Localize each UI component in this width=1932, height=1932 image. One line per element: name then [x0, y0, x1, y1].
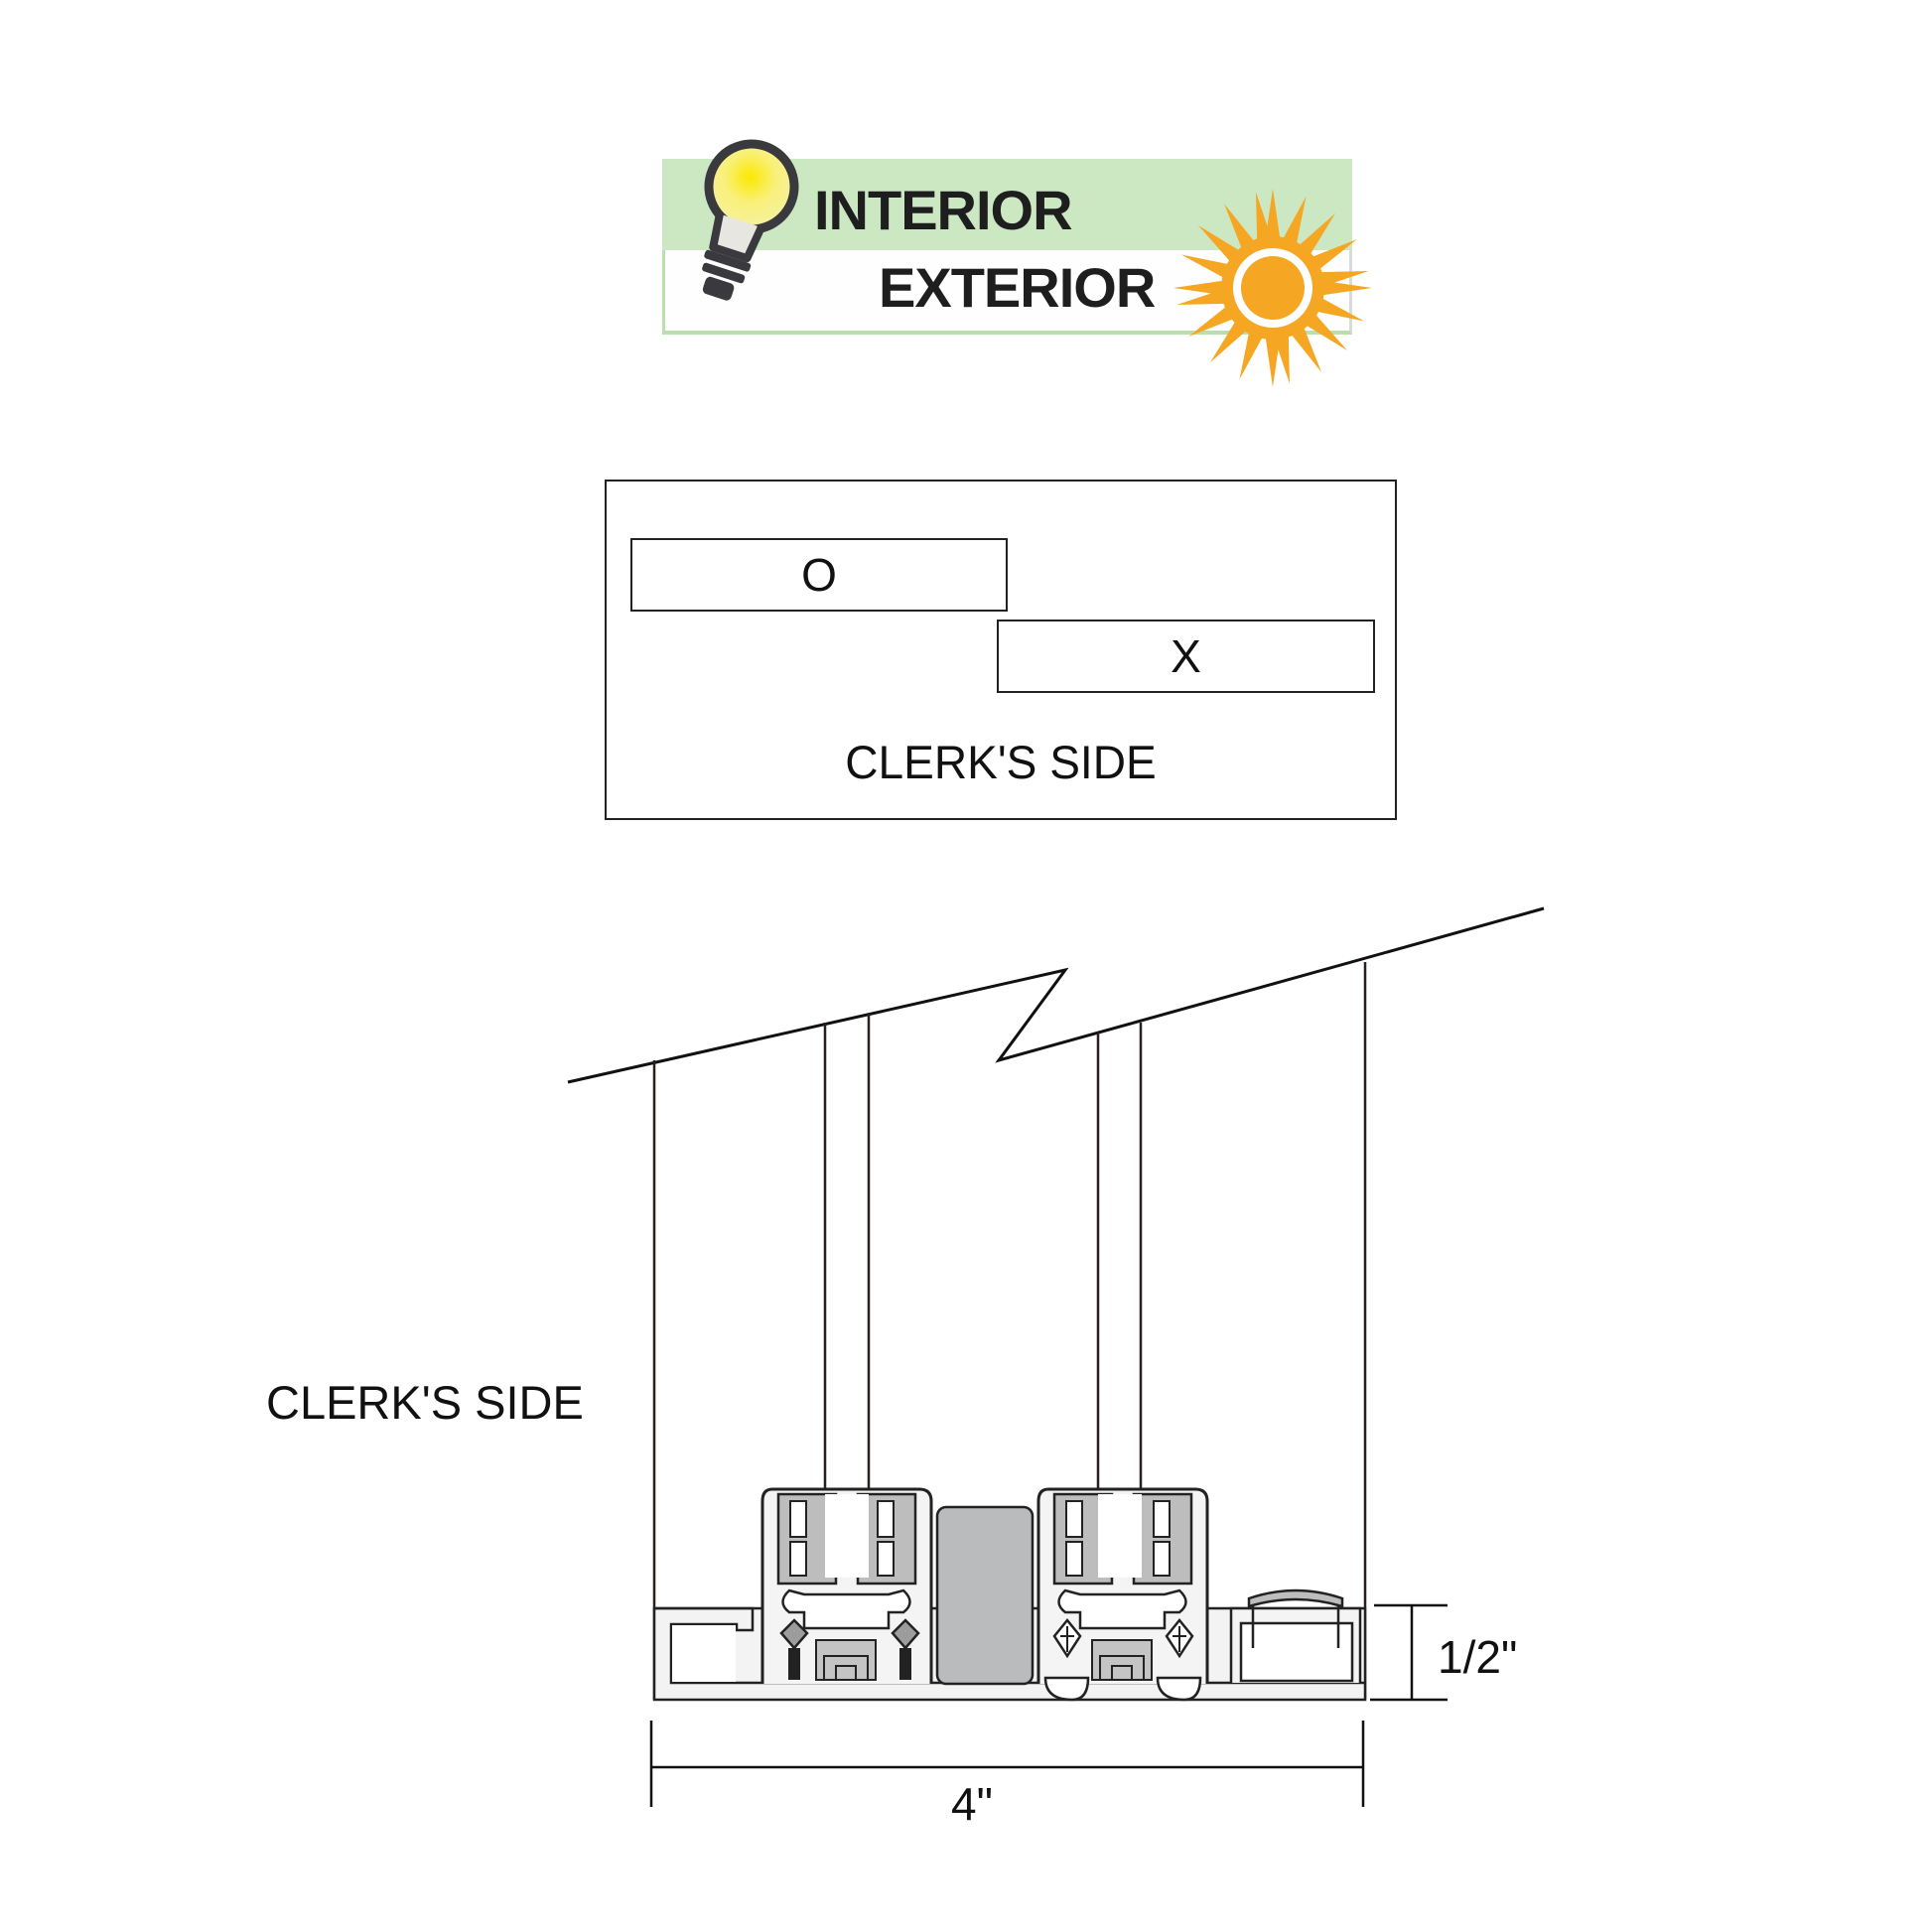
sliding-panel-x: X: [997, 620, 1375, 693]
panel-x-label: X: [1171, 630, 1201, 682]
width-dimension: [649, 1721, 1365, 1807]
right-channel: [1229, 1588, 1362, 1683]
frame-lines: [652, 962, 1367, 1700]
section-clerks-side-label: CLERK'S SIDE: [266, 1376, 584, 1429]
width-dimension-label: 4": [951, 1778, 993, 1830]
interior-label: INTERIOR: [814, 179, 1073, 241]
exterior-label: EXTERIOR: [879, 256, 1156, 319]
left-sash-carrier: [760, 1487, 933, 1684]
plan-clerks-side-label: CLERK'S SIDE: [845, 736, 1157, 788]
fixed-panel-o: O: [630, 538, 1008, 612]
height-dimension: [1370, 1603, 1448, 1702]
right-sash-carrier: [1036, 1487, 1209, 1702]
track-profile: [652, 1487, 1367, 1702]
panel-o-label: O: [801, 549, 837, 601]
center-glazing-block: [935, 1505, 1035, 1686]
plan-view-box: O X CLERK'S SIDE: [605, 480, 1397, 820]
height-dimension-label: 1/2": [1438, 1631, 1518, 1683]
break-line: [567, 906, 1545, 1084]
